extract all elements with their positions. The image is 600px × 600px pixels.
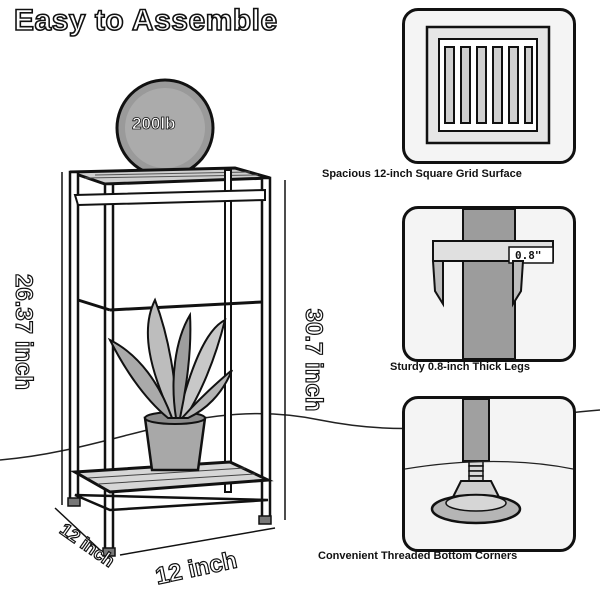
feature-caption-foot: Convenient Threaded Bottom Corners: [318, 550, 518, 562]
feature-caption-grid: Spacious 12-inch Square Grid Surface: [322, 168, 522, 180]
page-title: Easy to Assemble: [13, 3, 278, 38]
threaded-foot-icon: [405, 399, 573, 525]
weight-capacity-label: 200lb: [132, 114, 176, 134]
height-right-dimension: 30.7 inch: [299, 308, 327, 412]
height-left-dimension: 26.37 inch: [9, 273, 37, 391]
feature-panel-grid: [402, 8, 576, 164]
feature-caption-legs: Sturdy 0.8-inch Thick Legs: [390, 361, 530, 373]
caliper-leg-icon: [431, 209, 554, 359]
feature-panel-legs: 0.8": [402, 206, 576, 362]
caliper-reading: 0.8": [515, 249, 542, 262]
grid-surface-icon: [425, 25, 551, 145]
feature-panel-foot: [402, 396, 576, 552]
